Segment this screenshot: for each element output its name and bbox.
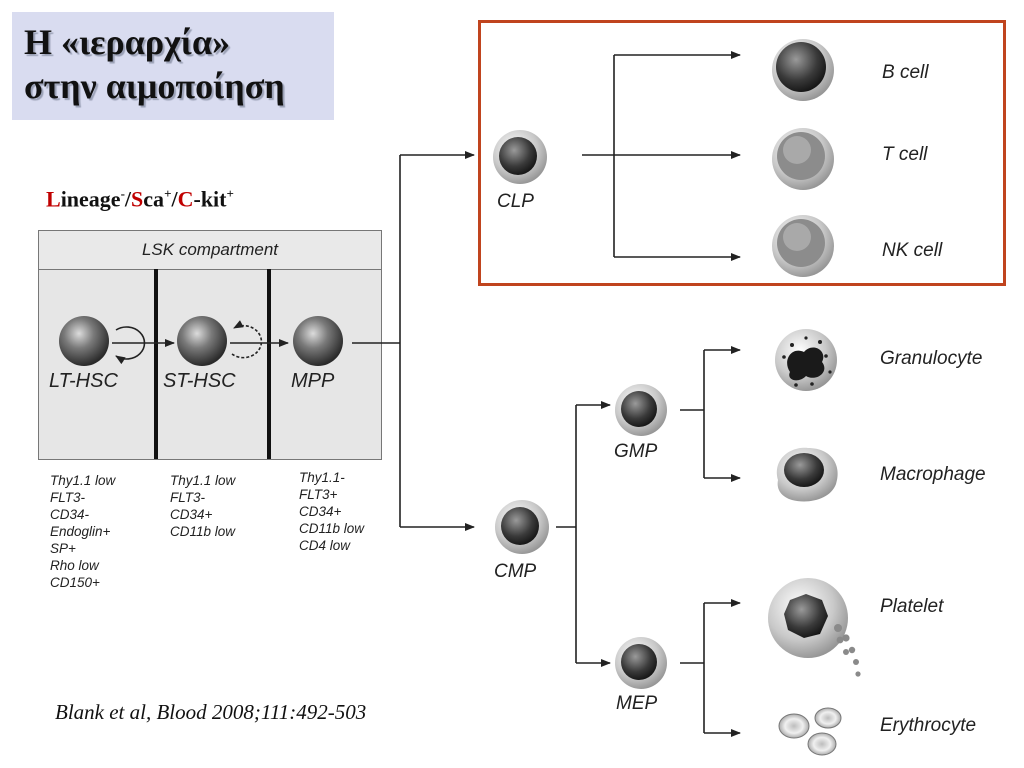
compartment-divider [267, 269, 271, 459]
st-hsc-cell-icon [177, 316, 227, 366]
lt-hsc-cell-icon [59, 316, 109, 366]
lsk-phenotype-label: Lineage-/Sca+/C-kit+ [46, 186, 234, 212]
gmp-label: GMP [614, 441, 658, 462]
clp-cell-icon [493, 130, 547, 184]
clp-label: CLP [497, 191, 534, 212]
macrophage-label: Macrophage [880, 464, 986, 485]
marker-item: FLT3- [50, 490, 86, 505]
marker-item: Endoglin+ [50, 524, 111, 539]
lymphoid-lineage-frame [478, 20, 1006, 286]
mpp-label: MPP [291, 370, 335, 392]
cmp-label: CMP [494, 561, 537, 582]
t-cell-icon [772, 128, 834, 190]
lsk-compartment-header: LSK compartment [39, 231, 381, 270]
marker-item: CD34- [50, 507, 90, 522]
marker-item: CD4 low [299, 538, 351, 553]
mpp-marker-list: Thy1.1- FLT3+ CD34+ CD11b low CD4 low [299, 469, 364, 554]
marker-item: SP+ [50, 541, 76, 556]
marker-item: Thy1.1 low [50, 473, 116, 488]
marker-item: CD34+ [299, 504, 342, 519]
marker-item: CD11b low [299, 521, 365, 536]
title-line-2: στην αιμοποίηση [24, 66, 285, 106]
nk-cell-label: NK cell [882, 240, 943, 261]
b-cell-icon [772, 39, 834, 101]
cmp-cell-icon [495, 500, 549, 554]
citation: Blank et al, Blood 2008;111:492-503 [55, 700, 367, 724]
erythrocyte-label: Erythrocyte [880, 715, 977, 736]
nk-cell-icon [772, 215, 834, 277]
t-cell-label: T cell [882, 144, 928, 165]
compartment-divider [154, 269, 158, 459]
title-line-1: Η «ιεραρχία» [24, 22, 231, 62]
lt-hsc-marker-list: Thy1.1 low FLT3- CD34- Endoglin+ SP+ Rho… [50, 472, 115, 591]
marker-item: Thy1.1- [299, 470, 345, 485]
marker-item: Rho low [50, 558, 99, 573]
marker-item: FLT3+ [299, 487, 338, 502]
marker-item: FLT3- [170, 490, 206, 505]
marker-item: CD150+ [50, 575, 100, 590]
mep-label: MEP [616, 693, 658, 714]
slide-title: Η «ιεραρχία» στην αιμοποίηση [12, 12, 334, 120]
granulocyte-icon [775, 329, 837, 391]
mpp-cell-icon [293, 316, 343, 366]
st-hsc-label: ST-HSC [163, 370, 236, 392]
granulocyte-label: Granulocyte [880, 348, 983, 369]
marker-item: CD11b low [170, 524, 236, 539]
gmp-cell-icon [615, 384, 667, 436]
st-hsc-marker-list: Thy1.1 low FLT3- CD34+ CD11b low [170, 472, 235, 540]
mep-cell-icon [615, 637, 667, 689]
platelet-icon [768, 578, 861, 677]
marker-item: Thy1.1 low [170, 473, 236, 488]
macrophage-icon [776, 447, 838, 502]
b-cell-label: B cell [882, 62, 929, 83]
lt-hsc-label: LT-HSC [49, 370, 118, 392]
platelet-label: Platelet [880, 596, 944, 617]
marker-item: CD34+ [170, 507, 213, 522]
erythrocyte-icon [778, 707, 842, 756]
